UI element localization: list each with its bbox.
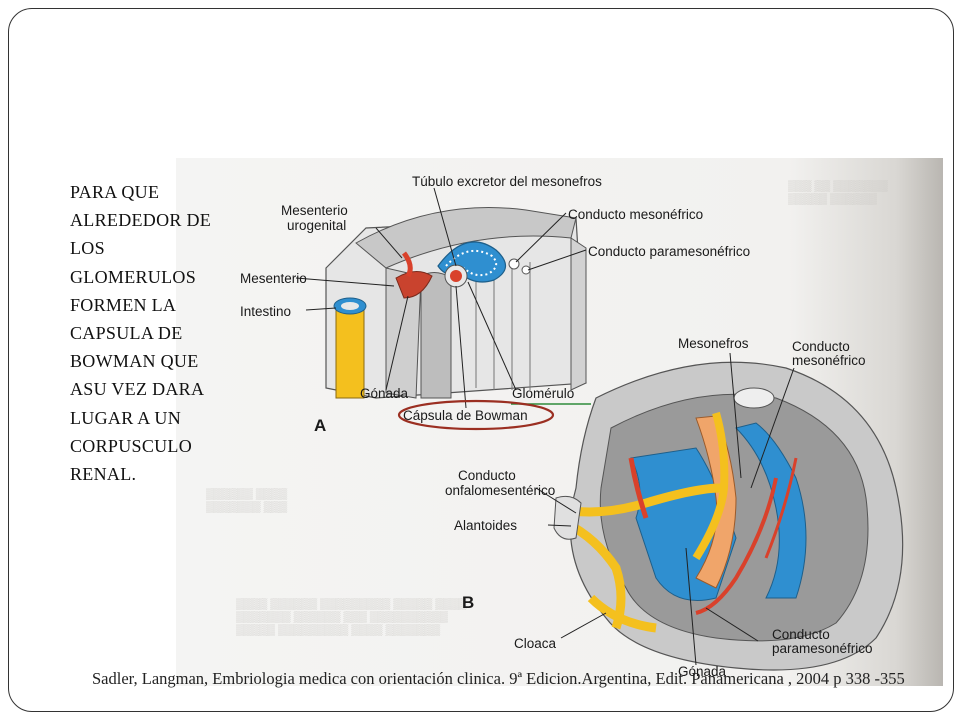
label-mesenterio: Mesenterio <box>240 271 307 286</box>
label-cloaca: Cloaca <box>514 636 557 651</box>
body-line: PARA QUE <box>70 182 160 202</box>
label-conducto-paramesonefrico-a: Conducto paramesonéfrico <box>588 244 750 259</box>
body-line: GLOMERULOS <box>70 266 197 287</box>
panel-b-embryo <box>553 361 904 671</box>
label-conducto-mesonefrico-a: Conducto mesonéfrico <box>568 207 703 222</box>
label-conducto-mesonefrico-b: Conducto <box>792 339 850 354</box>
citation: Sadler, Langman, Embriologia medica con … <box>92 669 905 688</box>
bleed-through-text: ▒▒▒ ▒▒ ▒▒▒▒▒▒▒▒▒▒▒▒ ▒▒▒▒▒▒ <box>788 180 888 205</box>
leader-lines <box>295 187 795 666</box>
label-mesenterio-urogenital: Mesenterio <box>281 203 348 218</box>
panel-a-cross-section <box>325 206 587 399</box>
label-intestino: Intestino <box>240 304 291 319</box>
bowman-highlight-circle <box>397 399 555 431</box>
label-capsula-bowman: Cápsula de Bowman <box>403 408 528 423</box>
body-line: RENAL. <box>70 464 137 485</box>
body-line: ALREDEDOR DE <box>70 210 212 231</box>
label-mesonefros: Mesonefros <box>678 336 749 351</box>
label-conducto-onfalo: Conducto <box>458 468 516 483</box>
label-conducto-paramesonefrico-b-2: paramesonéfrico <box>772 641 873 656</box>
body-line: FORMEN LA <box>70 294 177 315</box>
body-line: CORPUSCULO <box>70 435 193 456</box>
body-line: LOS <box>70 238 105 259</box>
label-tubulo-excretor: Túbulo excretor del mesonefros <box>412 174 602 189</box>
label-conducto-paramesonefrico-b: Conducto <box>772 627 830 642</box>
panel-letter-b: B <box>462 593 474 612</box>
label-alantoides: Alantoides <box>454 518 517 533</box>
body-line: CAPSULA DE <box>70 323 183 344</box>
label-gonada-b: Gónada <box>678 664 727 679</box>
embryology-figure: Túbulo excretor del mesonefros Mesenteri… <box>240 174 904 679</box>
bleed-through-text: ▒▒▒▒▒▒ ▒▒▒▒▒▒▒▒▒▒▒ ▒▒▒ <box>206 488 287 513</box>
body-line: LUGAR A UN <box>70 407 182 428</box>
body-line: BOWMAN QUE <box>70 351 199 372</box>
label-mesenterio-urogenital-2: urogenital <box>287 218 346 233</box>
label-conducto-onfalo-2: onfalomesentérico <box>445 483 555 498</box>
bleed-through-text: ▒▒▒▒ ▒▒▒▒▒▒ ▒▒▒▒▒▒▒▒▒ ▒▒▒▒▒ ▒▒▒▒▒▒▒▒▒▒▒ … <box>236 598 467 636</box>
label-glomerulo: Glomérulo <box>512 386 574 401</box>
body-text: PARA QUE ALREDEDOR DE LOS GLOMERULOS FOR… <box>70 178 236 488</box>
panel-letter-a: A <box>314 416 326 435</box>
label-conducto-mesonefrico-b-2: mesonéfrico <box>792 353 866 368</box>
label-gonada-a: Gónada <box>360 386 409 401</box>
body-line: ASU VEZ DARA <box>70 379 205 400</box>
